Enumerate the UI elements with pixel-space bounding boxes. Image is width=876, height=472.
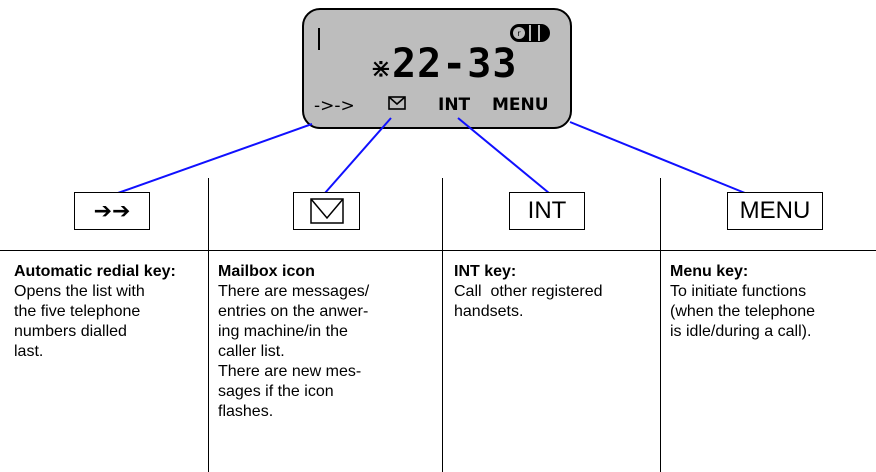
redial-heading: Automatic redial key:: [14, 263, 176, 280]
column-divider: [208, 178, 209, 472]
menu-key[interactable]: MENU: [727, 192, 823, 230]
redial-text-line: numbers dialled: [14, 323, 127, 340]
star-symbol: ⋇: [370, 54, 392, 84]
svg-text:r: r: [517, 29, 521, 38]
int-text-line: handsets.: [454, 303, 524, 320]
connector-menu: [569, 121, 746, 194]
mailbox-text-line: flashes.: [218, 403, 274, 420]
int-description: INT key: Call other registered handsets.: [454, 262, 649, 322]
int-label: INT: [438, 95, 471, 115]
redial-text-line: the five telephone: [14, 303, 141, 320]
redial-key[interactable]: ➔➔: [74, 192, 150, 230]
column-divider: [442, 178, 443, 472]
menu-text-line: is idle/during a call).: [670, 323, 812, 340]
redial-arrows-icon: ->->: [314, 96, 355, 116]
menu-label: MENU: [492, 95, 549, 115]
mailbox-text-line: caller list.: [218, 343, 285, 360]
mailbox-text-line: There are messages/: [218, 283, 370, 300]
menu-text-line: To initiate functions: [670, 283, 807, 300]
redial-text-line: last.: [14, 343, 44, 360]
int-text-line: Call other registered: [454, 283, 603, 300]
double-arrow-icon: ➔➔: [93, 198, 131, 224]
battery-icon: r: [510, 24, 550, 42]
handset-display: ⋇ 22-33 r ->-> INT MENU: [302, 8, 572, 129]
connector-int: [457, 117, 550, 194]
column-divider: [660, 178, 661, 472]
mailbox-text-line: There are new mes-: [218, 363, 362, 380]
envelope-icon: [388, 96, 406, 110]
envelope-icon: [309, 198, 344, 224]
menu-text-line: (when the telephone: [670, 303, 815, 320]
connector-redial: [117, 123, 313, 194]
redial-text-line: Opens the list with: [14, 283, 145, 300]
mailbox-heading: Mailbox icon: [218, 263, 315, 280]
int-heading: INT key:: [454, 263, 517, 280]
mailbox-description: Mailbox icon There are messages/ entries…: [218, 262, 433, 422]
redial-description: Automatic redial key: Opens the list wit…: [14, 262, 199, 362]
line-indicator-icon: [318, 28, 320, 50]
int-key-label: INT: [527, 197, 567, 224]
menu-heading: Menu key:: [670, 263, 749, 280]
mailbox-text-line: ing machine/in the: [218, 323, 348, 340]
row-divider: [0, 250, 876, 251]
mailbox-key[interactable]: [293, 192, 360, 230]
menu-key-label: MENU: [739, 197, 811, 224]
connector-mailbox: [324, 117, 392, 194]
int-key[interactable]: INT: [509, 192, 585, 230]
display-number: 22-33: [392, 41, 518, 87]
mailbox-text-line: sages if the icon: [218, 383, 334, 400]
menu-description: Menu key: To initiate functions (when th…: [670, 262, 870, 342]
mailbox-text-line: entries on the anwer-: [218, 303, 369, 320]
